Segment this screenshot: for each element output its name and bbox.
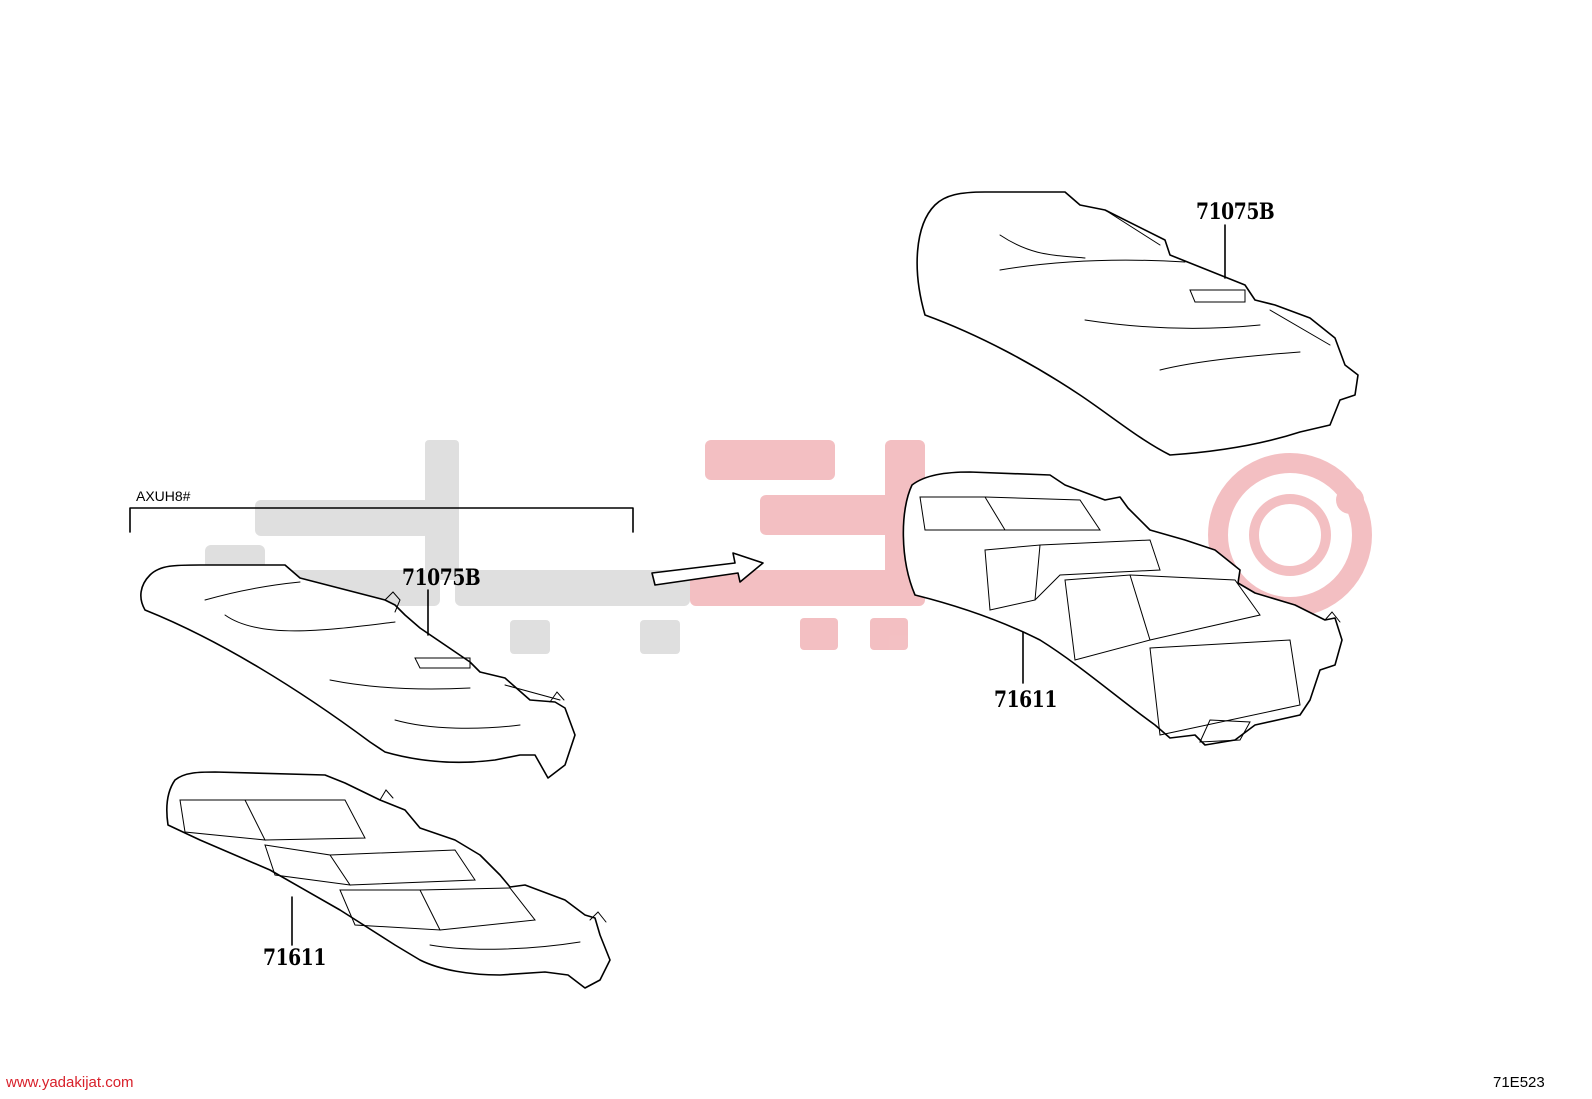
figure-code: 71E523 — [1493, 1074, 1545, 1091]
website-link[interactable]: www.yadakijat.com — [6, 1074, 134, 1091]
callout-right-cover: 71075B — [1196, 199, 1275, 225]
direction-arrow — [651, 552, 764, 586]
callout-right-pad: 71611 — [994, 687, 1057, 713]
variant-label: AXUH8# — [136, 488, 191, 504]
variant-bracket — [129, 507, 634, 533]
right-seat-pad — [902, 471, 1343, 746]
left-seat-pad — [166, 771, 611, 989]
callout-left-cover: 71075B — [402, 565, 481, 591]
left-seat-cover — [140, 564, 576, 779]
right-seat-cover — [916, 191, 1359, 456]
callout-left-pad: 71611 — [263, 945, 326, 971]
